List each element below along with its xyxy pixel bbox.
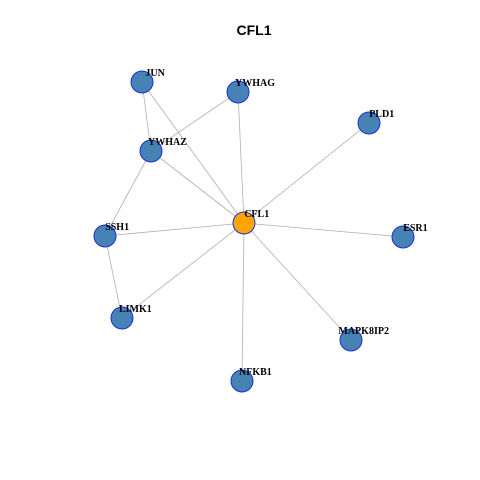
node-circle-pld1 <box>357 111 381 135</box>
node-label-ywhaz: YWHAZ <box>148 137 187 148</box>
edge-cfl1-ywhaz <box>150 150 245 224</box>
edge-cfl1-mapk8ip2 <box>243 222 352 341</box>
node-circle-ywhag <box>226 80 250 104</box>
node-ywhag: YWHAG <box>226 78 275 104</box>
edge-cfl1-ssh1 <box>104 222 245 237</box>
edge-cfl1-nfkb1 <box>241 222 245 382</box>
node-ywhaz: YWHAZ <box>139 137 187 163</box>
edge-cfl1-ywhag <box>237 91 245 224</box>
node-esr1: ESR1 <box>391 223 428 249</box>
node-circle-cfl1 <box>232 211 256 235</box>
node-label-nfkb1: NFKB1 <box>239 367 272 378</box>
node-jun: JUN <box>130 68 166 94</box>
node-mapk8ip2: MAPK8IP2 <box>338 326 389 352</box>
node-circle-jun <box>130 70 154 94</box>
edge-cfl1-limk1 <box>121 222 245 319</box>
edge-cfl1-jun <box>141 81 245 224</box>
edge-jun-ywhaz <box>141 81 152 152</box>
node-label-jun: JUN <box>145 68 165 79</box>
node-cfl1: CFL1 <box>232 209 269 235</box>
node-circle-ssh1 <box>93 224 117 248</box>
node-circle-ywhaz <box>139 139 163 163</box>
graph-title: CFL1 <box>237 22 272 38</box>
edge-ssh1-limk1 <box>104 235 123 319</box>
edge-cfl1-pld1 <box>243 122 370 224</box>
node-label-cfl1: CFL1 <box>244 209 269 220</box>
node-pld1: PLD1 <box>357 109 394 135</box>
edges-layer <box>104 81 404 382</box>
node-circle-nfkb1 <box>230 369 254 393</box>
node-label-ssh1: SSH1 <box>105 222 129 233</box>
node-label-esr1: ESR1 <box>403 223 427 234</box>
node-circle-mapk8ip2 <box>339 328 363 352</box>
node-label-limk1: LIMK1 <box>119 304 152 315</box>
node-label-ywhag: YWHAG <box>235 78 275 89</box>
node-nfkb1: NFKB1 <box>230 367 272 393</box>
edge-cfl1-esr1 <box>243 222 404 238</box>
edge-ywhag-ywhaz <box>150 91 239 152</box>
node-label-mapk8ip2: MAPK8IP2 <box>338 326 389 337</box>
node-limk1: LIMK1 <box>110 304 152 330</box>
node-ssh1: SSH1 <box>93 222 129 248</box>
edge-ywhaz-ssh1 <box>104 150 152 237</box>
node-circle-esr1 <box>391 225 415 249</box>
node-circle-limk1 <box>110 306 134 330</box>
node-label-pld1: PLD1 <box>369 109 394 120</box>
